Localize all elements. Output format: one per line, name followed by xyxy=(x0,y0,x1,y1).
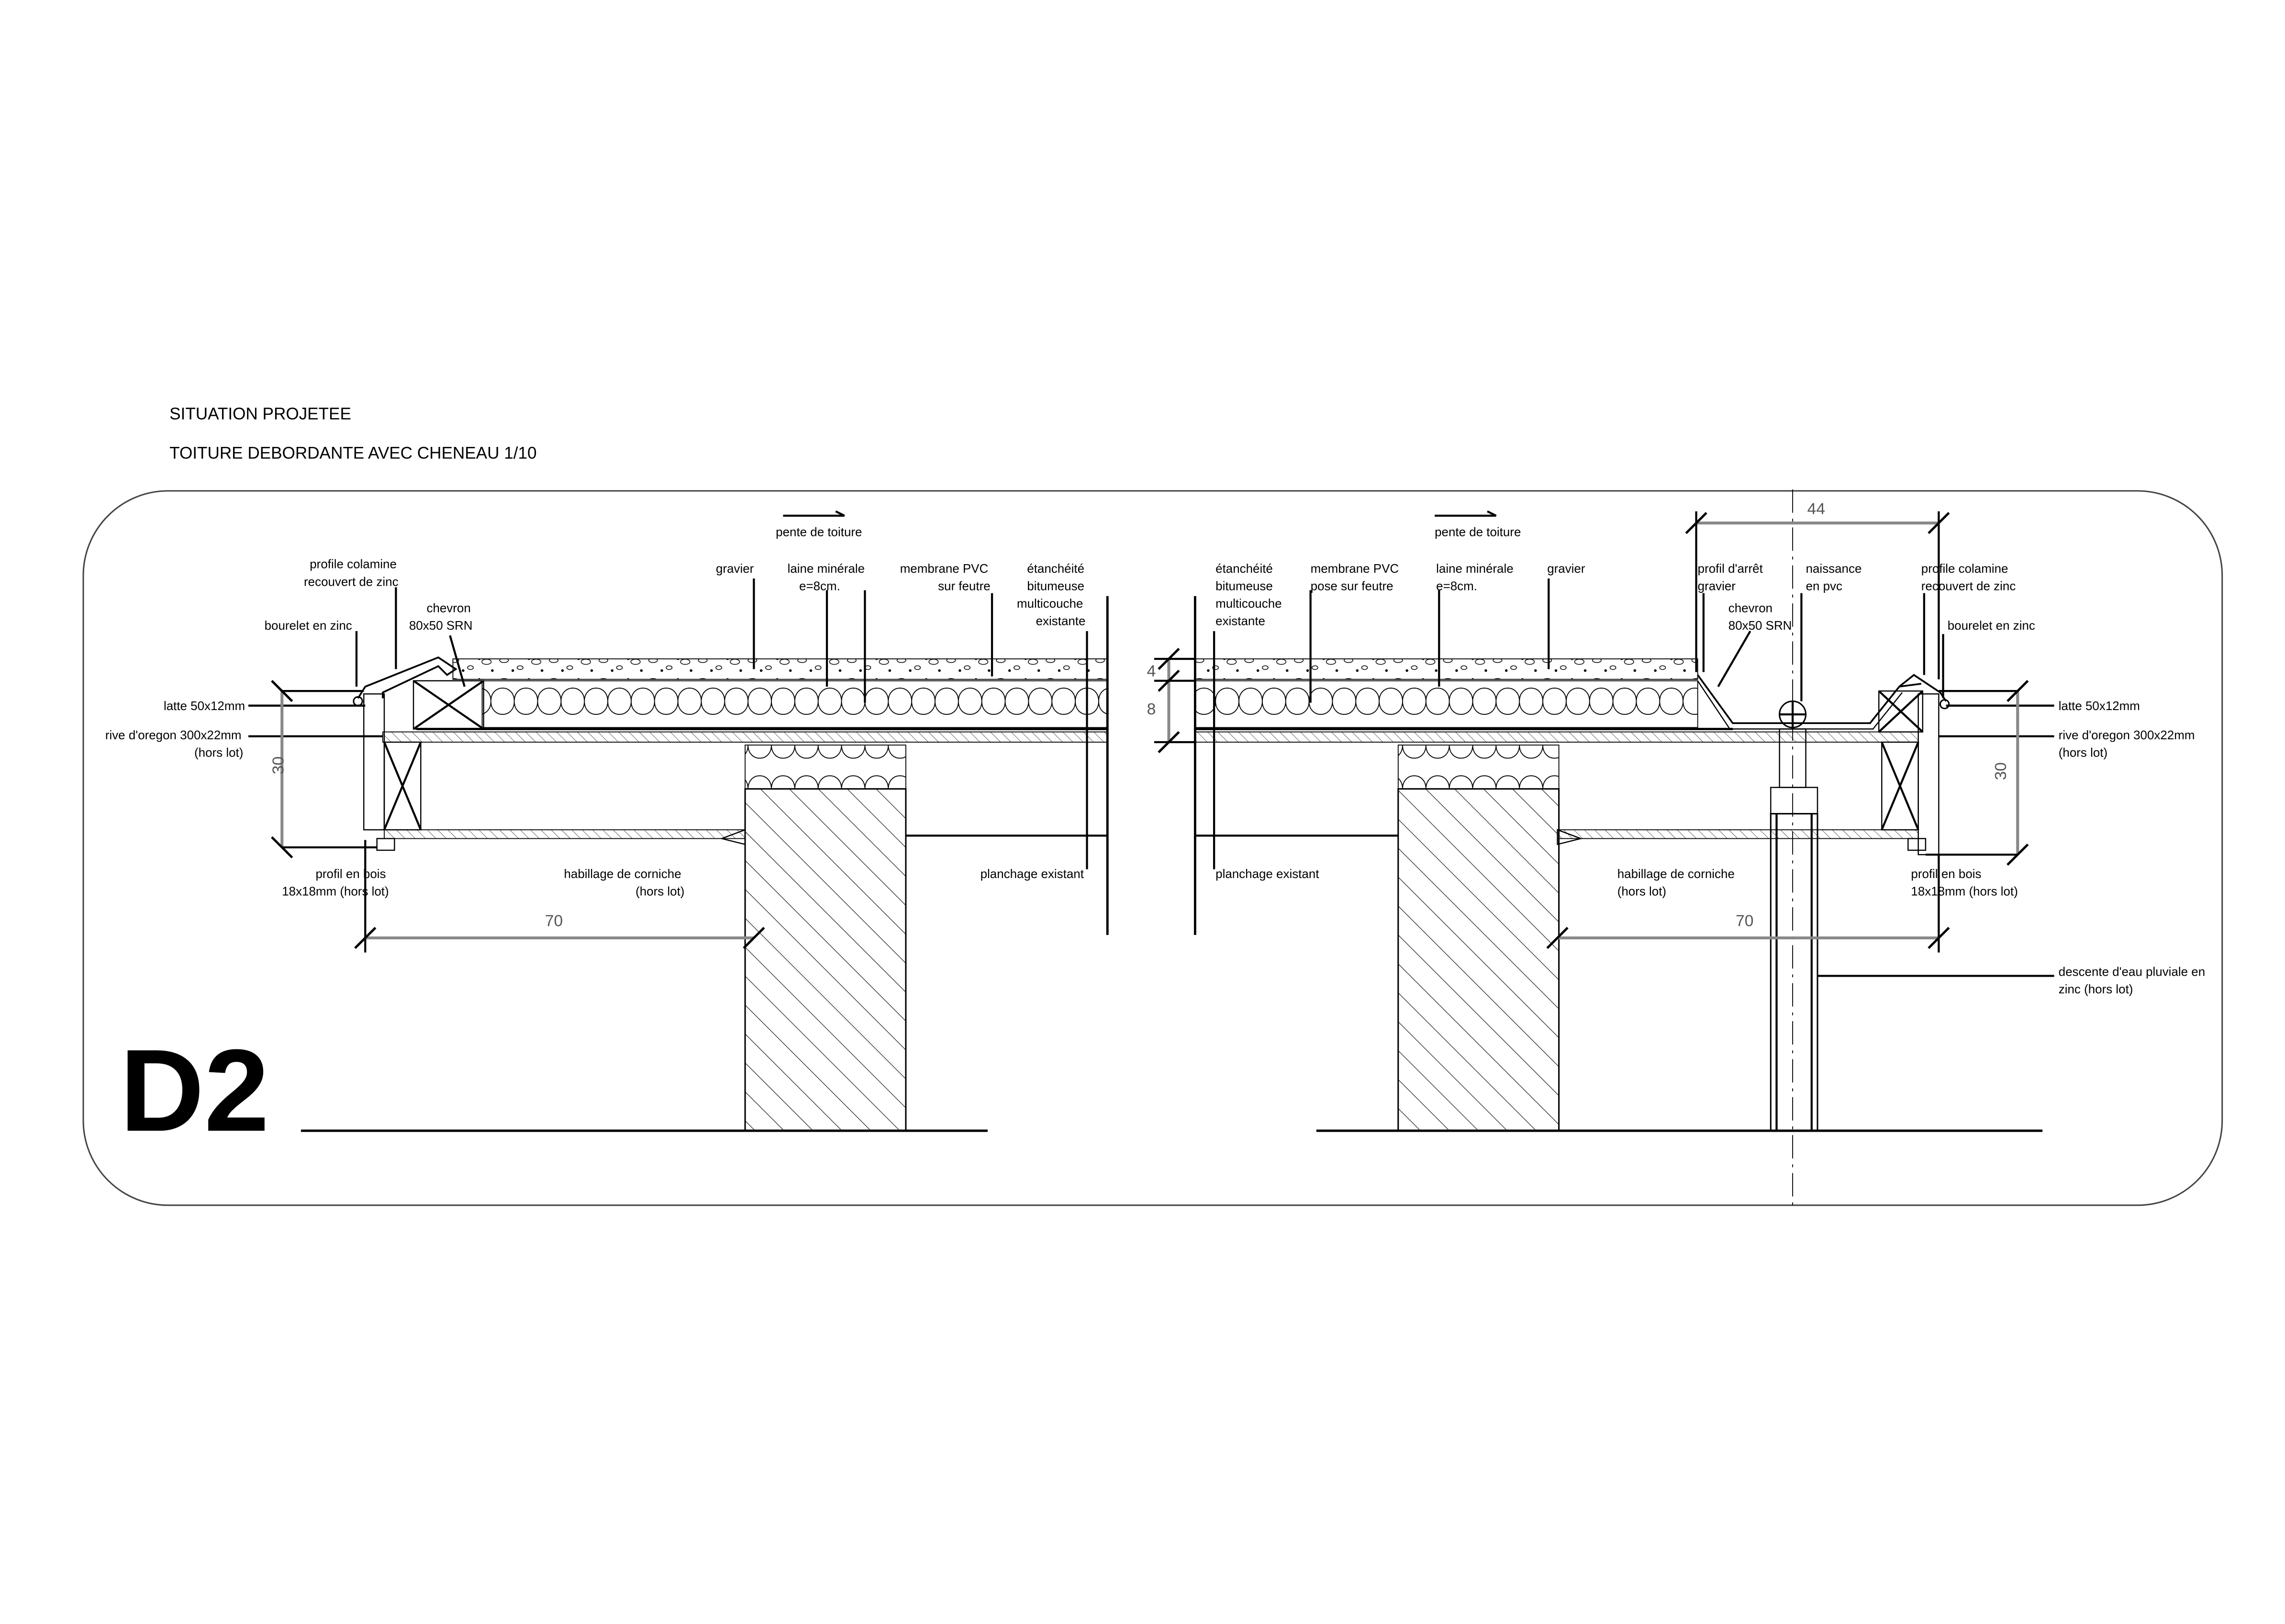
label-profil-bois-2-right: 18x18mm (hors lot) xyxy=(1911,885,2017,899)
label-rive-2-right: (hors lot) xyxy=(2059,746,2107,760)
downpipe-connector-right xyxy=(1770,787,1818,814)
label-chevron-2-left: 80x50 SRN xyxy=(409,619,473,633)
label-latte-right: latte 50x12mm xyxy=(2059,700,2140,713)
dimension-30-left: 30 xyxy=(269,756,287,774)
label-membrane-2-left: sur feutre xyxy=(938,579,991,593)
left-section: pente de toiture gravier laine minérale … xyxy=(105,510,1109,1132)
dimension-8-right: 8 xyxy=(1147,701,1156,718)
label-membrane-1-right: membrane PVC xyxy=(1311,562,1399,576)
gravel-layer-left xyxy=(452,658,1108,680)
label-profil-arret-1-right: profil d'arrêt xyxy=(1698,562,1763,576)
label-profil-arret-2-right: gravier xyxy=(1698,579,1736,593)
soffit-right xyxy=(1557,829,1919,839)
heading-situation: SITUATION PROJETEE xyxy=(169,404,351,423)
label-profile-colamine-2-left: recouvert de zinc xyxy=(304,575,399,589)
label-etancheite-1-right: étanchéité xyxy=(1215,562,1273,576)
label-laine-1-right: laine minérale xyxy=(1436,562,1513,576)
dimension-70-right: 70 xyxy=(1736,912,1753,930)
label-chevron-2-right: 80x50 SRN xyxy=(1728,619,1792,633)
label-laine-2-right: e=8cm. xyxy=(1436,579,1477,593)
label-pente-right: pente de toiture xyxy=(1435,526,1521,539)
insulation-layer-left xyxy=(481,680,1108,728)
wall-left xyxy=(744,788,907,1132)
chevron-right xyxy=(1878,690,1924,733)
insulation-layer-right xyxy=(1194,680,1698,728)
label-etancheite-3-left: multicouche xyxy=(1017,597,1083,611)
label-laine-1-left: laine minérale xyxy=(788,562,865,576)
label-gravier-right: gravier xyxy=(1547,562,1585,576)
label-etancheite-2-left: bitumeuse xyxy=(1027,579,1084,593)
wall-top-insulation-left xyxy=(745,745,906,790)
label-habillage-2-left: (hors lot) xyxy=(635,885,684,899)
label-naissance-1-right: naissance xyxy=(1806,562,1862,576)
decking-right xyxy=(1194,731,1919,743)
label-profile-colamine-1-right: profile colamine xyxy=(1921,562,2008,576)
dimension-44-right: 44 xyxy=(1807,501,1825,518)
label-rive-1-right: rive d'oregon 300x22mm xyxy=(2059,729,2195,742)
label-profil-bois-1-right: profil en bois xyxy=(1911,868,1981,881)
label-membrane-2-right: pose sur feutre xyxy=(1311,579,1393,593)
chevron-left xyxy=(412,680,484,730)
dimension-30-right: 30 xyxy=(1992,762,2010,780)
gutter-right xyxy=(1697,674,1922,724)
label-latte-left: latte 50x12mm xyxy=(164,700,245,713)
label-bourelet-right: bourelet en zinc xyxy=(1948,619,2035,633)
cornice-box-left xyxy=(363,693,385,831)
label-etancheite-1-left: étanchéité xyxy=(1027,562,1084,576)
heading-title: TOITURE DEBORDANTE AVEC CHENEAU 1/10 xyxy=(169,444,536,463)
label-profil-bois-2-left: 18x18mm (hors lot) xyxy=(282,885,389,899)
label-chevron-1-right: chevron xyxy=(1728,601,1772,615)
label-planchage-right: planchage existant xyxy=(1215,868,1319,881)
label-profile-colamine-1-left: profile colamine xyxy=(310,558,397,571)
label-pente-left: pente de toiture xyxy=(776,526,862,539)
label-rive-2-left: (hors lot) xyxy=(194,746,243,760)
label-etancheite-4-left: existante xyxy=(1036,615,1086,628)
label-descente-2-right: zinc (hors lot) xyxy=(2059,983,2133,996)
dimension-70-left: 70 xyxy=(545,912,563,930)
cornice-box-right xyxy=(1917,693,1939,856)
label-naissance-2-right: en pvc xyxy=(1806,579,1842,593)
zinc-profile-left xyxy=(357,656,457,699)
frame-outline xyxy=(82,490,2223,1206)
label-membrane-1-left: membrane PVC xyxy=(900,562,989,576)
decking-left xyxy=(382,731,1108,743)
label-profil-bois-1-left: profil en bois xyxy=(315,868,386,881)
label-rive-1-left: rive d'oregon 300x22mm xyxy=(105,729,242,742)
label-chevron-1-left: chevron xyxy=(426,601,470,615)
detail-id: D2 xyxy=(120,1025,269,1156)
label-profile-colamine-2-right: recouvert de zinc xyxy=(1921,579,2016,593)
label-etancheite-2-right: bitumeuse xyxy=(1215,579,1273,593)
label-planchage-left: planchage existant xyxy=(981,868,1084,881)
label-habillage-1-left: habillage de corniche xyxy=(564,868,681,881)
label-habillage-1-right: habillage de corniche xyxy=(1617,868,1735,881)
label-laine-2-left: e=8cm. xyxy=(799,579,840,593)
label-bourelet-left: bourelet en zinc xyxy=(265,619,352,633)
wall-right xyxy=(1397,788,1560,1132)
label-etancheite-3-right: multicouche xyxy=(1215,597,1282,611)
gravel-layer-right xyxy=(1194,658,1698,680)
right-section: pente de toiture étanchéité bitumeuse mu… xyxy=(1147,489,2205,1205)
soffit-left xyxy=(384,829,746,839)
label-descente-1-right: descente d'eau pluviale en xyxy=(2059,965,2205,979)
wall-top-insulation-right xyxy=(1397,745,1560,790)
dimension-4-right: 4 xyxy=(1147,663,1156,680)
label-gravier-left: gravier xyxy=(716,562,754,576)
label-etancheite-4-right: existante xyxy=(1215,615,1265,628)
downpipe-right xyxy=(1770,813,1818,1132)
label-habillage-2-right: (hors lot) xyxy=(1617,885,1666,899)
